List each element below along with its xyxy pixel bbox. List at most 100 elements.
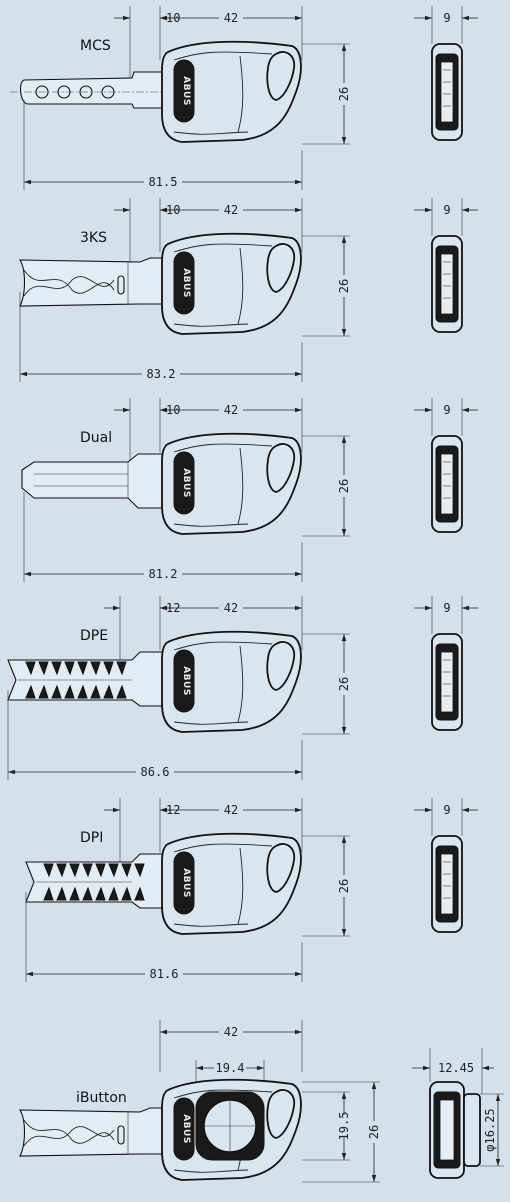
- blade-cut: [95, 886, 106, 901]
- blade-cut: [95, 863, 106, 878]
- dimension-arrow: [295, 605, 302, 611]
- bow-contour: [237, 447, 244, 525]
- key-type-label: iButton: [76, 1090, 127, 1106]
- side-thickness-dimension: 9: [414, 601, 478, 615]
- bow-contour: [237, 55, 244, 133]
- dimension-arrow: [371, 1082, 377, 1089]
- height-dimension: 26: [337, 44, 351, 144]
- blade-offset-dimension: 10: [114, 11, 180, 25]
- key-blade: [19, 257, 163, 307]
- blade-cut: [121, 886, 132, 901]
- blade-cut: [103, 684, 114, 699]
- blade-cut: [64, 661, 75, 676]
- blade-cut: [90, 661, 101, 676]
- blade-cut: [77, 661, 88, 676]
- dimension-arrow: [295, 207, 302, 213]
- blade-offset-dimension: 10: [114, 403, 180, 417]
- bow-contour: [237, 847, 244, 925]
- dimension-arrow: [341, 329, 347, 336]
- dimension-value: 9: [443, 11, 450, 25]
- side-slot: [440, 253, 454, 315]
- key-blade: [25, 853, 163, 909]
- side-view: [431, 235, 463, 333]
- dimension-arrow: [371, 1175, 377, 1182]
- dimension-arrow: [425, 207, 432, 213]
- dimension-arrow: [425, 15, 432, 21]
- blade-cut: [116, 684, 127, 699]
- button-cap: [463, 1093, 481, 1167]
- dimension-arrow: [295, 769, 302, 775]
- blade-cut: [134, 886, 145, 901]
- dimension-value: 26: [337, 87, 351, 101]
- dimension-arrow: [24, 571, 31, 577]
- brand-badge: [173, 59, 195, 123]
- total-length-dimension: 86.6: [8, 765, 302, 779]
- key-bow: ABUS: [161, 630, 302, 733]
- bow-contour: [173, 243, 273, 327]
- dimension-arrow: [495, 1094, 501, 1101]
- brand-badge: [173, 851, 195, 915]
- dimension-value: 19.4: [216, 1061, 245, 1075]
- side-slot: [440, 651, 454, 713]
- dimension-arrow: [425, 807, 432, 813]
- brand-logo: ABUS: [181, 1114, 191, 1144]
- dimension-arrow: [425, 407, 432, 413]
- blade-cut: [82, 863, 93, 878]
- blade-cut: [69, 863, 80, 878]
- dimension-value: 26: [337, 677, 351, 691]
- dimension-value: 10: [166, 203, 180, 217]
- blade-cut: [64, 684, 75, 699]
- total-length-dimension: 81.6: [26, 967, 302, 981]
- dimension-value: 26: [337, 879, 351, 893]
- bow-width-dimension: 42: [160, 11, 302, 25]
- brand-logo: ABUS: [181, 76, 191, 106]
- dimension-arrow: [196, 1065, 203, 1071]
- blade-cut: [51, 661, 62, 676]
- blade-cut: [103, 661, 114, 676]
- blade-cut: [108, 863, 119, 878]
- blade-cut: [90, 684, 101, 699]
- blade-slot: [117, 275, 125, 295]
- blade-cut: [77, 684, 88, 699]
- dimension-arrow: [257, 1065, 264, 1071]
- blade-cut: [43, 886, 54, 901]
- side-thickness-dimension: 9: [414, 403, 478, 417]
- dimension-value: 42: [224, 1025, 238, 1039]
- dimension-arrow: [341, 634, 347, 641]
- blade-cut: [38, 684, 49, 699]
- dimension-arrow: [295, 571, 302, 577]
- bow-outline: [161, 40, 302, 143]
- bow-contour: [237, 645, 244, 723]
- keyring-hole: [266, 843, 296, 893]
- blade-wave: [23, 269, 115, 297]
- dimension-arrow: [113, 807, 120, 813]
- blade-cut: [25, 684, 36, 699]
- dimension-arrow: [425, 605, 432, 611]
- dimension-value: 10: [166, 403, 180, 417]
- blade-offset-dimension: 12: [104, 601, 180, 615]
- blade-cut: [25, 661, 36, 676]
- blade-cut: [82, 886, 93, 901]
- dimension-value: 81.2: [149, 567, 178, 581]
- bow-contour: [173, 51, 273, 135]
- brand-logo: ABUS: [181, 868, 191, 898]
- keyring-hole: [266, 1089, 296, 1139]
- blade-cut: [108, 886, 119, 901]
- dimension-arrow: [123, 15, 130, 21]
- brand-badge: [173, 251, 195, 315]
- dimension-arrow: [20, 371, 27, 377]
- side-thickness-dimension: 9: [414, 803, 478, 817]
- key-type-label: 3KS: [80, 230, 107, 246]
- dimension-arrow: [341, 929, 347, 936]
- bow-width-dimension: 42: [160, 403, 302, 417]
- bow-width-dimension: 42: [160, 203, 302, 217]
- brand-badge: [173, 649, 195, 713]
- height-dimension: 26: [367, 1082, 381, 1182]
- dimension-arrow: [423, 1065, 430, 1071]
- dimension-arrow: [341, 529, 347, 536]
- side-thickness-dimension: 9: [414, 11, 478, 25]
